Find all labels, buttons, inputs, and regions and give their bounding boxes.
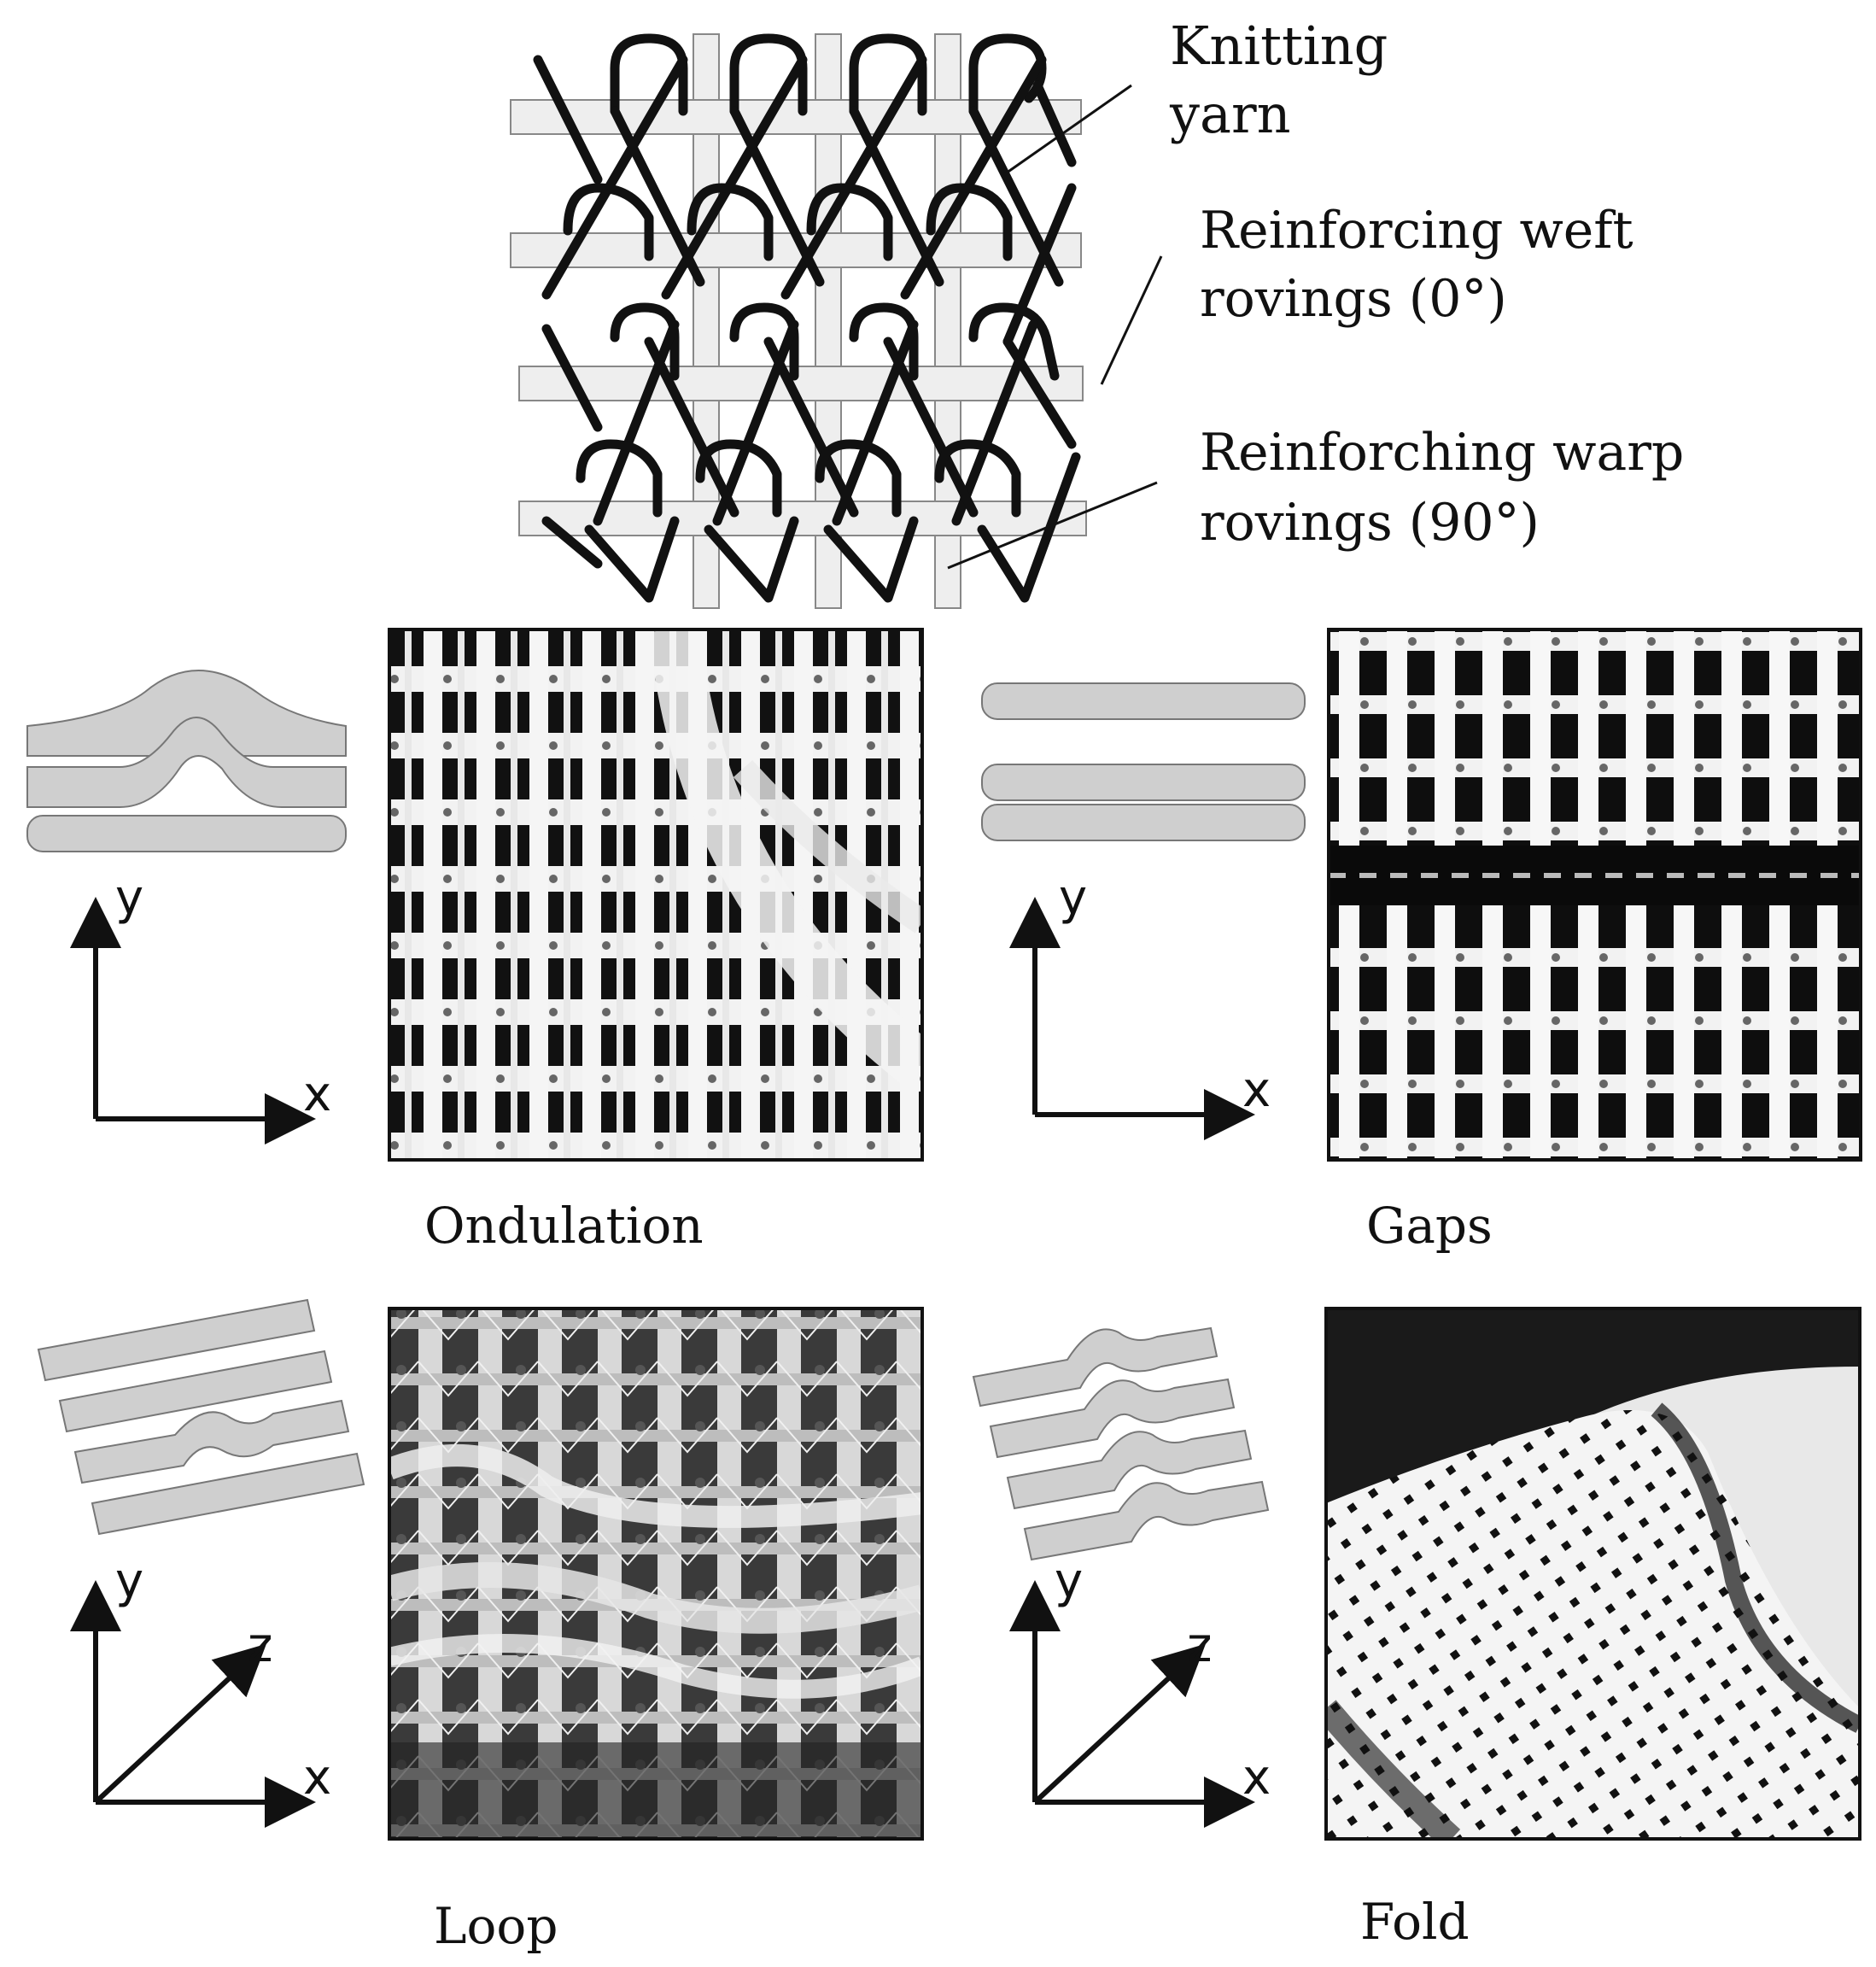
caption-ondulation: Ondulation: [424, 1197, 704, 1255]
gaps-photo: [1329, 629, 1861, 1160]
panel-loop: y z x Loop: [37, 1298, 924, 1955]
label-weft-rovings: Reinforcing weft rovings (0°): [1200, 201, 1650, 329]
ondulation-axes: [70, 897, 316, 1144]
caption-fold: Fold: [1360, 1893, 1470, 1951]
fold-axis-y: y: [1055, 1554, 1083, 1609]
leader-lines: [947, 84, 1163, 570]
label-warp-rovings: Reinforching warp rovings (90°): [1200, 423, 1700, 553]
label-knitting-yarn: Knitting yarn: [1169, 15, 1405, 145]
loop-axis-z: z: [248, 1618, 272, 1673]
caption-gaps: Gaps: [1366, 1197, 1493, 1255]
loop-roving-icon: [37, 1298, 365, 1536]
ondulation-axis-x: x: [303, 1067, 331, 1122]
loop-axes: [70, 1580, 316, 1828]
gaps-axis-y: y: [1059, 870, 1087, 926]
fold-axis-z: z: [1187, 1618, 1212, 1673]
gaps-roving-icon: [981, 682, 1306, 841]
knitting-yarn: [533, 33, 1081, 603]
panel-ondulation: y x Ondulation: [26, 628, 924, 1255]
loop-axis-y: y: [115, 1554, 143, 1609]
fold-photo: [1326, 1308, 1860, 1839]
fold-axis-x: x: [1242, 1750, 1271, 1806]
panel-fold: y z x Fold: [972, 1307, 1861, 1951]
weft-rovings: [510, 99, 1087, 536]
ondulation-axis-y: y: [115, 870, 143, 926]
loop-axis-x: x: [303, 1750, 331, 1806]
ondulation-photo: [389, 629, 922, 1160]
panel-gaps: y x Gaps: [981, 628, 1862, 1255]
knit-schematic: Knitting yarn Reinforcing weft rovings (…: [510, 15, 1700, 609]
gaps-axis-x: x: [1242, 1063, 1271, 1118]
loop-photo: [389, 1308, 922, 1839]
gaps-axes: [1009, 897, 1255, 1140]
caption-loop: Loop: [434, 1897, 558, 1955]
ondulation-roving-icon: [26, 670, 347, 852]
fold-axes: [1009, 1580, 1255, 1828]
fold-roving-icon: [972, 1326, 1270, 1561]
